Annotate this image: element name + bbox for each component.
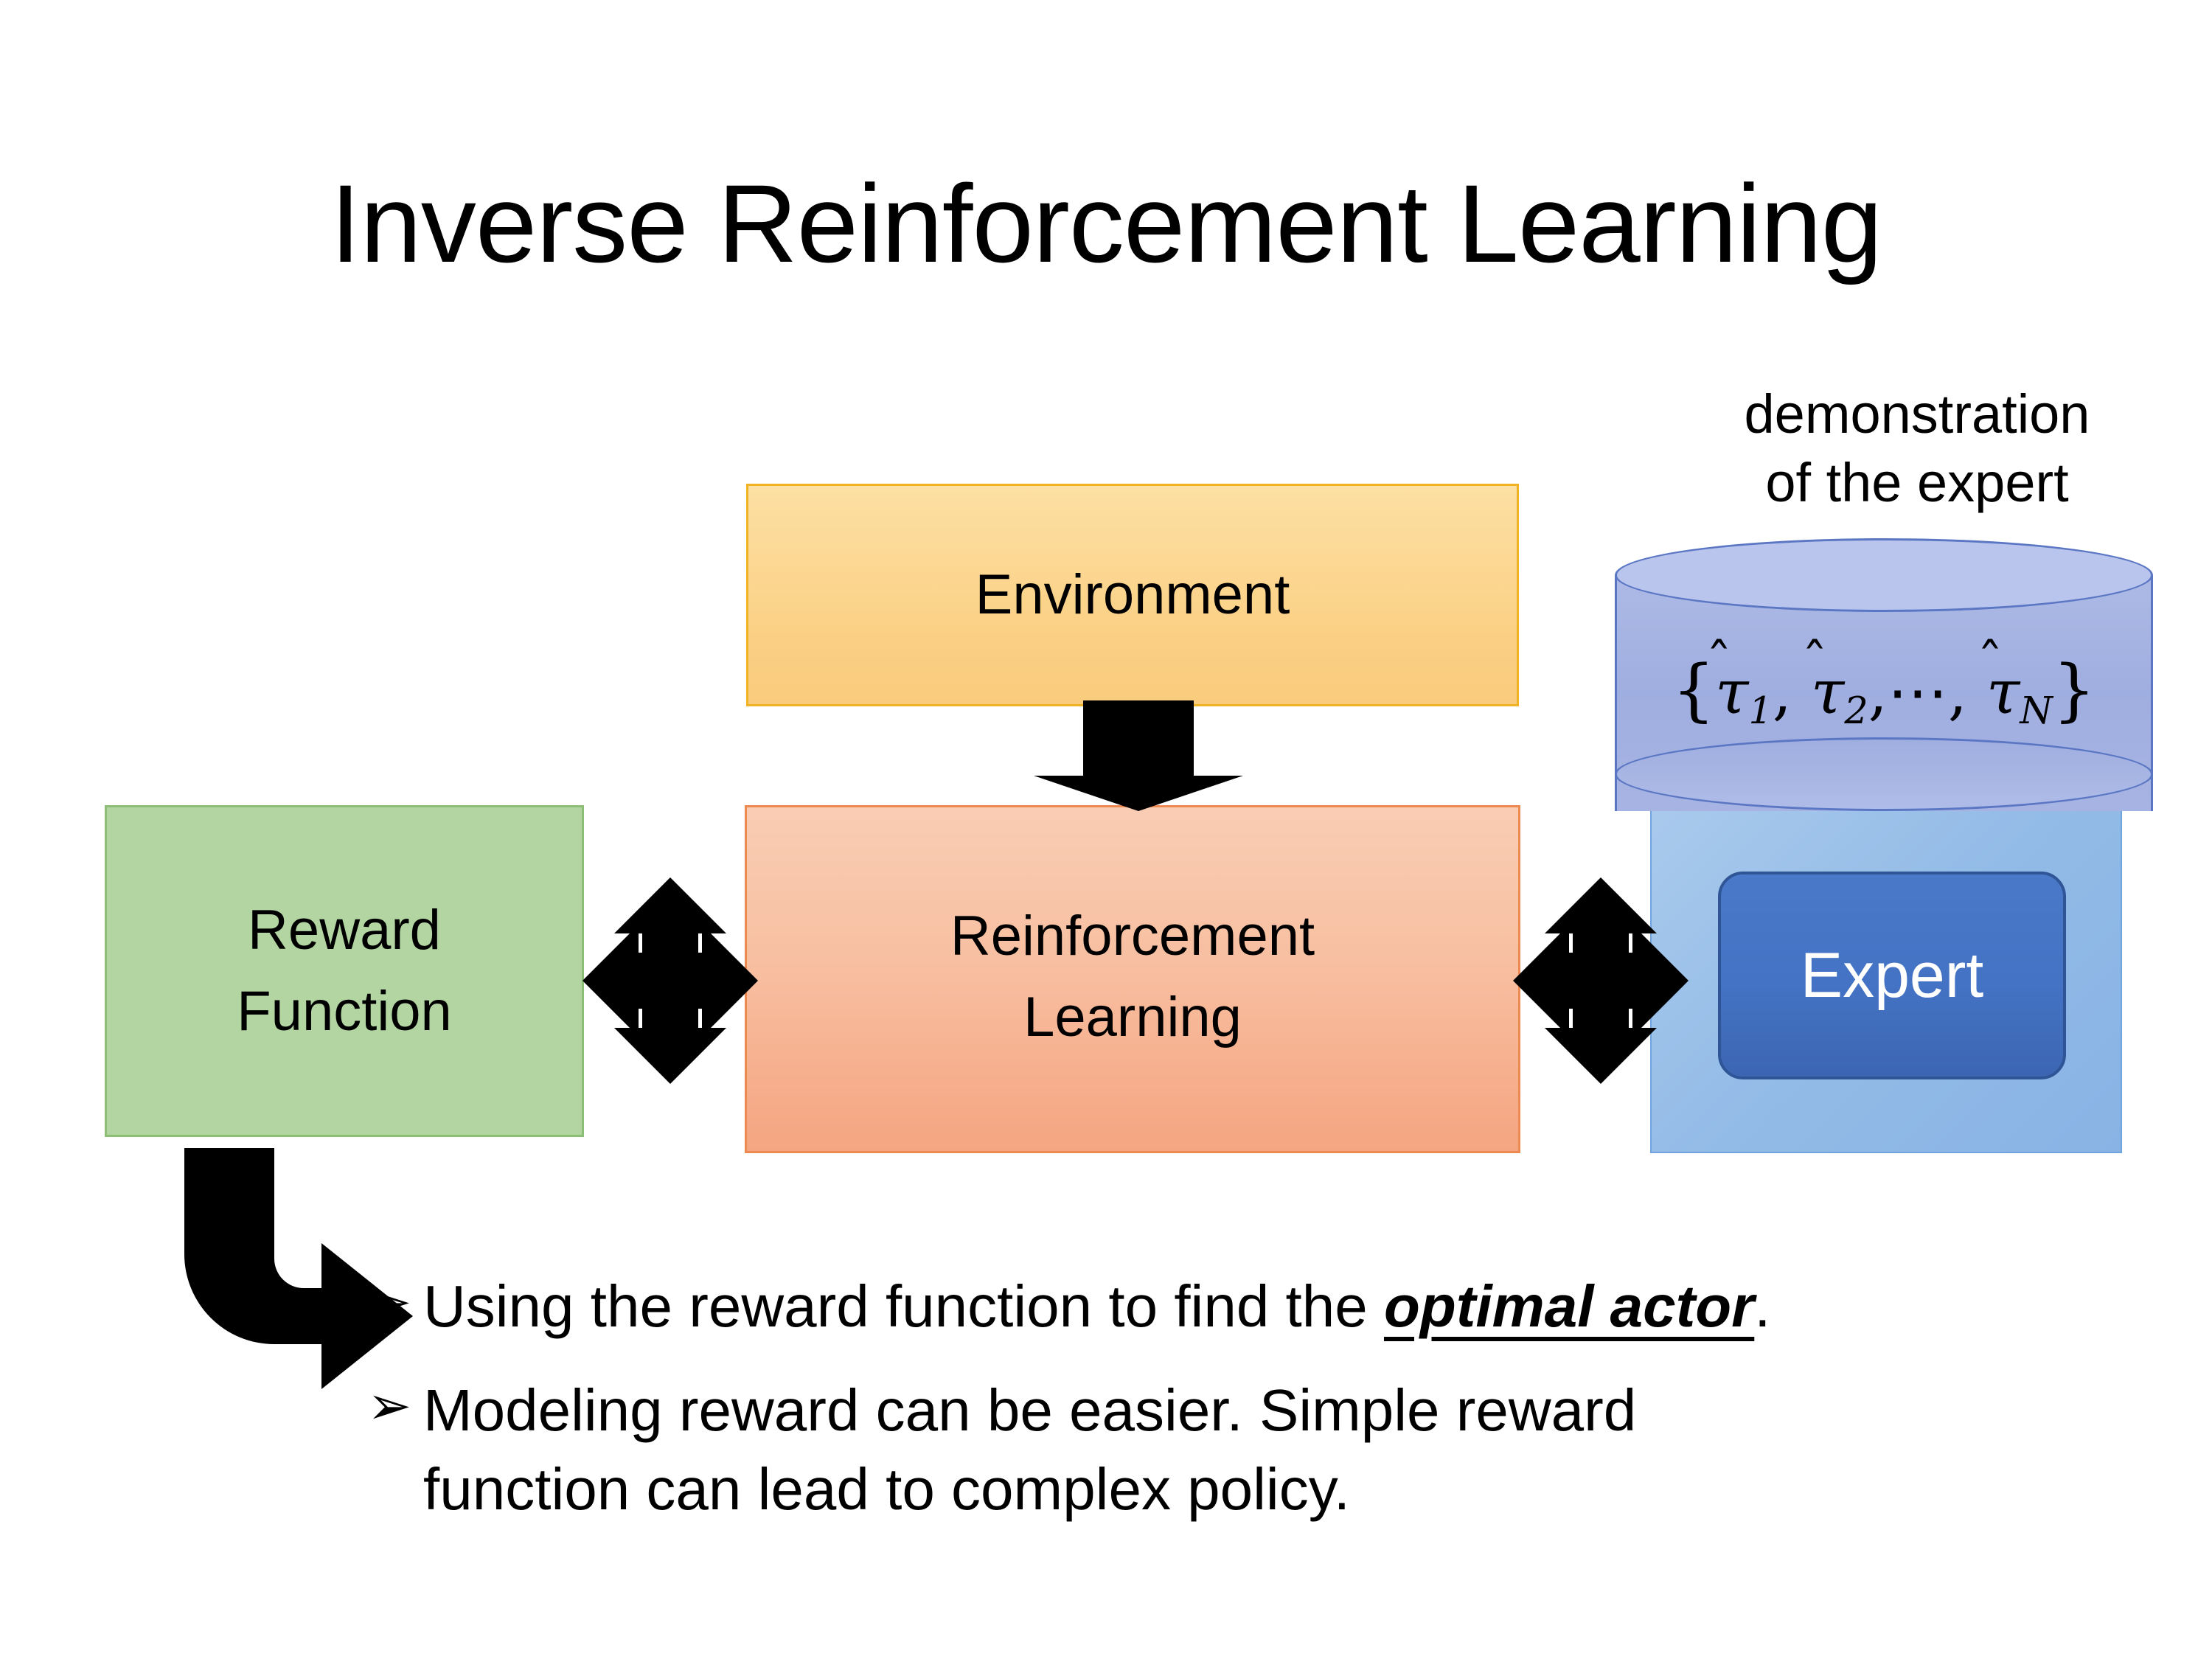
reinforcement-learning-label-line1: Reinforcement: [950, 904, 1315, 967]
expert-label: Expert: [1800, 939, 1984, 1011]
set-close-brace: }: [2052, 650, 2096, 729]
tau-n-symbol: ̂τ: [1986, 663, 2020, 723]
tau-2-symbol: ̂τ: [1811, 663, 1844, 723]
tau-n-base: τ: [1986, 658, 2020, 728]
environment-label: Environment: [975, 563, 1290, 626]
reinforcement-learning-box[interactable]: Reinforcement Learning: [745, 805, 1520, 1153]
ellipsis: ⋯: [1887, 658, 1948, 728]
comma-3: ,: [1947, 658, 1967, 728]
comma-2: ,: [1868, 658, 1888, 728]
cylinder-bottom-ellipse: [1615, 737, 2153, 811]
demonstration-caption-line2: of the expert: [1765, 451, 2069, 513]
environment-box[interactable]: Environment: [746, 484, 1519, 706]
tau-1-base: τ: [1715, 658, 1749, 728]
bullet-list: ➢ Using the reward function to find the …: [367, 1267, 2100, 1554]
expert-box[interactable]: Expert: [1718, 872, 2066, 1079]
bullet-1-text: Using the reward function to find the op…: [423, 1267, 2100, 1346]
quad-arrow-icon-left: [582, 877, 758, 1084]
reinforcement-learning-label: Reinforcement Learning: [950, 896, 1315, 1062]
list-item[interactable]: ➢ Modeling reward can be easier. Simple …: [367, 1371, 2100, 1528]
bullet-marker-icon: ➢: [367, 1273, 412, 1332]
tau-2-base: τ: [1811, 658, 1845, 728]
tau-1-symbol: ̂τ: [1715, 663, 1748, 723]
bullet-1-text-after: .: [1754, 1273, 1771, 1339]
bullet-1-text-before: Using the reward function to find the: [423, 1273, 1384, 1339]
cylinder-top-ellipse: [1615, 538, 2153, 612]
tau-2-subscript: 2: [1844, 689, 1868, 733]
reward-function-box[interactable]: Reward Function: [105, 805, 584, 1137]
set-open-brace: {: [1672, 650, 1716, 729]
demonstration-caption: demonstration of the expert: [1652, 380, 2183, 517]
reward-function-label: Reward Function: [237, 890, 452, 1052]
demonstration-caption-line1: demonstration: [1744, 383, 2090, 445]
tau-1-subscript: 1: [1748, 689, 1773, 733]
list-item[interactable]: ➢ Using the reward function to find the …: [367, 1267, 2100, 1346]
tau-n-subscript: N: [2020, 689, 2053, 733]
page-title: Inverse Reinforcement Learning: [330, 161, 1883, 285]
demonstration-cylinder[interactable]: {̂τ1, ̂τ2,⋯, ̂τN}: [1615, 538, 2153, 833]
bullet-1-emphasis: optimal actor: [1383, 1273, 1755, 1339]
tau-n: ̂τN: [1986, 663, 2053, 730]
reinforcement-learning-label-line2: Learning: [1023, 986, 1242, 1048]
tau-2: ̂τ2: [1811, 663, 1868, 730]
trajectory-set-formula: {̂τ1, ̂τ2,⋯, ̂τN}: [1615, 656, 2153, 730]
tau-1: ̂τ1: [1715, 663, 1773, 730]
reward-function-label-line1: Reward: [248, 898, 441, 961]
bullet-2-line1: Modeling reward can be easier. Simple re…: [423, 1377, 1637, 1444]
down-arrow-icon: [1034, 700, 1243, 811]
bullet-marker-icon: ➢: [367, 1377, 412, 1436]
bullet-2-text: Modeling reward can be easier. Simple re…: [423, 1371, 2100, 1528]
bullet-2-line2: function can lead to complex policy.: [423, 1456, 1350, 1523]
comma-1: ,: [1772, 658, 1792, 728]
reward-function-label-line2: Function: [237, 980, 452, 1043]
